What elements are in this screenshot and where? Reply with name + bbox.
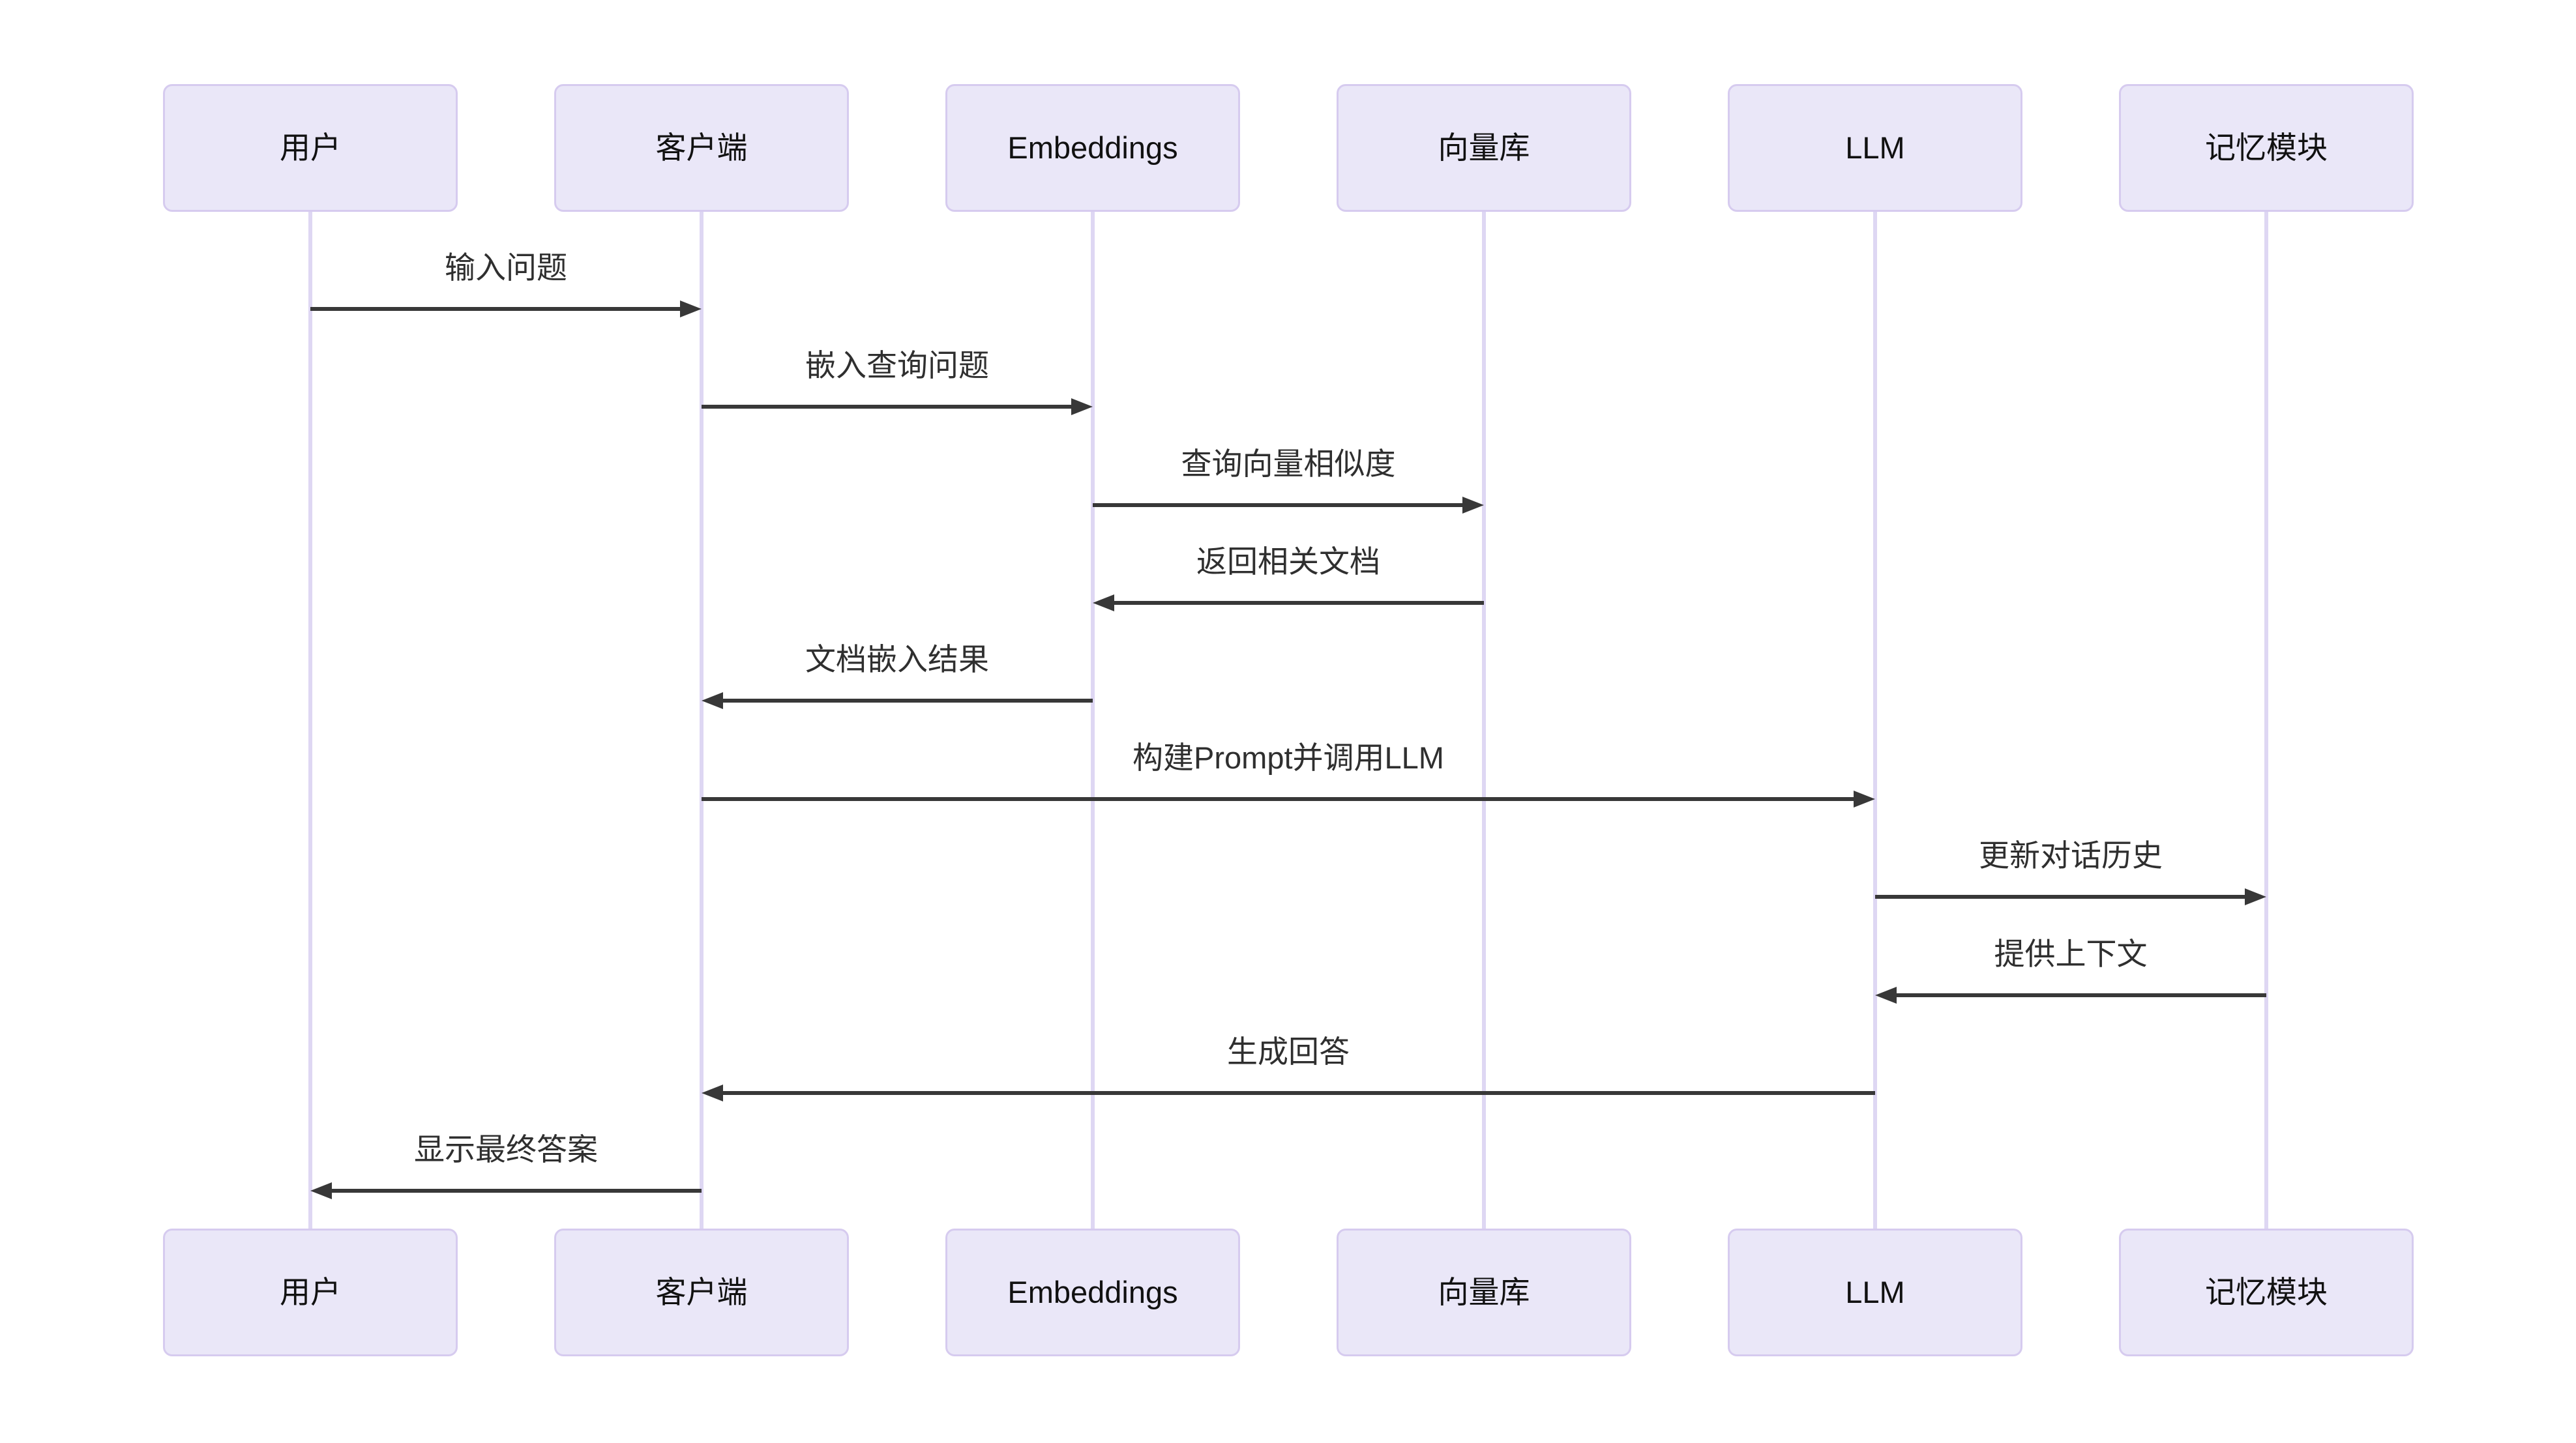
message-label: 构建Prompt并调用LLM: [1133, 740, 1444, 775]
message-arrow-line: [1893, 993, 2266, 997]
message-arrowhead-icon: [702, 692, 723, 709]
actor-label: LLM: [1845, 1274, 1905, 1309]
message-label: 返回相关文档: [1196, 544, 1380, 579]
message-arrow-line: [702, 797, 1857, 801]
message-arrowhead-icon: [680, 300, 702, 317]
actor-label: 向量库: [1438, 130, 1530, 165]
message-arrow-line: [1875, 895, 2248, 899]
actor-label: Embeddings: [1007, 130, 1178, 165]
actor-box-bottom-memory: 记忆模块: [2119, 1229, 2414, 1356]
actor-label: 向量库: [1438, 1274, 1530, 1309]
actor-lifeline-user: [308, 212, 312, 1229]
actor-label: 记忆模块: [2205, 130, 2328, 165]
message-arrow-line: [702, 405, 1074, 409]
actor-label: 用户: [280, 1274, 341, 1309]
actor-label: Embeddings: [1007, 1274, 1178, 1309]
message-label: 生成回答: [1227, 1034, 1350, 1069]
message-arrowhead-icon: [310, 1182, 332, 1199]
message-arrowhead-icon: [2245, 888, 2266, 905]
actor-box-bottom-embeddings: Embeddings: [945, 1229, 1240, 1356]
actor-label: 客户端: [655, 1274, 748, 1309]
actor-box-top-memory: 记忆模块: [2119, 84, 2414, 212]
message-arrowhead-icon: [702, 1085, 723, 1101]
actor-lifeline-memory: [2264, 212, 2268, 1229]
message-arrowhead-icon: [1093, 594, 1114, 611]
message-arrow-line: [720, 699, 1093, 703]
message-arrowhead-icon: [1071, 398, 1093, 415]
actor-label: LLM: [1845, 130, 1905, 165]
actor-box-top-client: 客户端: [554, 84, 849, 212]
message-arrow-line: [1093, 503, 1466, 507]
actor-box-top-embeddings: Embeddings: [945, 84, 1240, 212]
message-label: 输入问题: [445, 250, 567, 285]
message-arrow-line: [720, 1091, 1875, 1095]
message-label: 文档嵌入结果: [805, 642, 989, 677]
message-label: 查询向量相似度: [1181, 446, 1396, 481]
actor-box-bottom-user: 用户: [163, 1229, 458, 1356]
actor-box-bottom-vector-db: 向量库: [1337, 1229, 1631, 1356]
actor-box-top-user: 用户: [163, 84, 458, 212]
message-arrow-line: [1111, 601, 1484, 605]
actor-label: 记忆模块: [2205, 1274, 2328, 1309]
actor-lifeline-llm: [1873, 212, 1877, 1229]
message-label: 显示最终答案: [414, 1132, 598, 1167]
actor-lifeline-vector-db: [1482, 212, 1486, 1229]
message-arrow-line: [310, 307, 683, 311]
message-arrow-line: [329, 1189, 702, 1193]
actor-box-bottom-client: 客户端: [554, 1229, 849, 1356]
actor-lifeline-client: [700, 212, 703, 1229]
actor-box-top-llm: LLM: [1728, 84, 2022, 212]
message-label: 提供上下文: [1994, 937, 2148, 971]
message-arrowhead-icon: [1875, 987, 1897, 1004]
message-label: 嵌入查询问题: [805, 348, 989, 383]
actor-lifeline-embeddings: [1091, 212, 1095, 1229]
actor-box-bottom-llm: LLM: [1728, 1229, 2022, 1356]
message-arrowhead-icon: [1462, 497, 1484, 514]
actor-label: 客户端: [655, 130, 748, 165]
message-label: 更新对话历史: [1979, 838, 2163, 873]
actor-label: 用户: [280, 130, 341, 165]
actor-box-top-vector-db: 向量库: [1337, 84, 1631, 212]
message-arrowhead-icon: [1854, 791, 1875, 808]
